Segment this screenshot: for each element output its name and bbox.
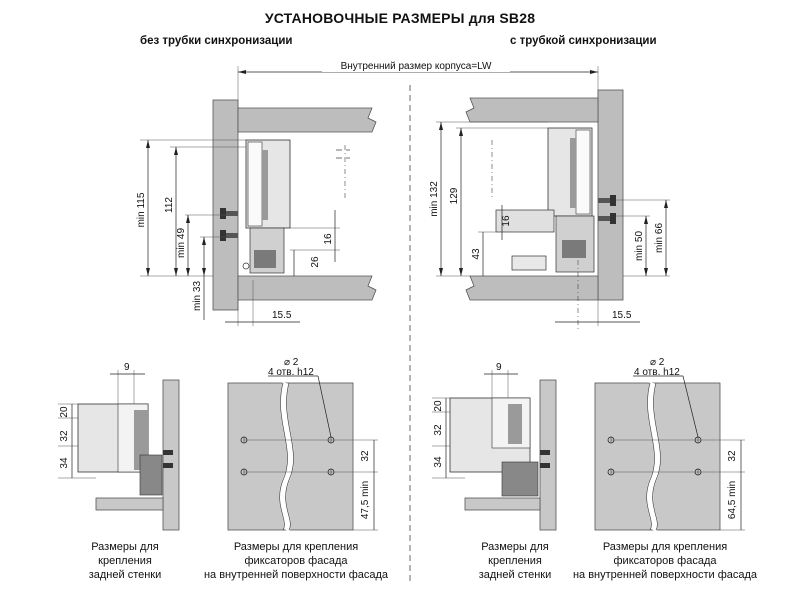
caption-line: Размеры для [91, 541, 159, 553]
dim-32: 32 [360, 450, 371, 462]
dim-20: 20 [59, 406, 70, 418]
cabinet-bottom-shelf [237, 275, 377, 301]
right-cabinet-section: min 132 129 43 16 min 50 min 66 15.5 [429, 89, 670, 330]
left-cabinet-section: min 115 112 min 49 min 33 16 26 15.5 [136, 99, 377, 326]
caption-facade-right: Размеры для крепления фиксаторов фасада … [565, 540, 765, 582]
cabinet-side-wall [212, 99, 239, 311]
dim-112: 112 [164, 197, 175, 213]
dim-15-5: 15.5 [272, 310, 292, 321]
screw-icon [163, 450, 173, 468]
inner-width-label: Внутренний размер корпуса=LW [341, 61, 492, 72]
dim-26: 26 [310, 256, 321, 268]
dim-32: 32 [59, 430, 70, 442]
caption-line: Размеры для крепления [602, 541, 728, 553]
caption-line: фиксаторов фасада [244, 555, 348, 567]
caption-line: на внутренней поверхности фасада [572, 569, 758, 581]
dim-16: 16 [501, 215, 512, 227]
dim-9: 9 [124, 362, 130, 373]
dim-min-132: min 132 [429, 181, 440, 217]
dim-holes: 4 отв. h12 [634, 367, 680, 378]
screw-icon [598, 213, 616, 224]
inner-width-dimension: Внутренний размер корпуса=LW [237, 59, 599, 108]
dim-20: 20 [433, 400, 444, 412]
dim-min-49: min 49 [176, 228, 187, 258]
screw-icon [598, 195, 616, 206]
cabinet-top-shelf [465, 97, 599, 123]
dim-16: 16 [323, 233, 334, 245]
dim-min-33: min 33 [192, 281, 203, 311]
caption-back-wall-left: Размеры для крепления задней стенки [70, 540, 180, 582]
dim-min-50: min 50 [634, 231, 645, 261]
right-facade-detail: 32 64,5 min ⌀ 2 4 отв. h12 [594, 357, 745, 532]
dim-min-115: min 115 [136, 192, 147, 227]
caption-facade-left: Размеры для крепления фиксаторов фасада … [196, 540, 396, 582]
caption-line: Размеры для [481, 541, 549, 553]
cabinet-top-shelf [237, 107, 377, 133]
dim-129: 129 [449, 187, 460, 204]
sync-tube [511, 255, 547, 271]
dim-32: 32 [433, 424, 444, 436]
dim-64-5-min: 64,5 min [727, 481, 738, 519]
caption-line: крепления [488, 555, 542, 567]
right-back-wall-detail: 9 20 32 34 [432, 362, 557, 531]
screw-icon [220, 230, 238, 241]
caption-line: на внутренней поверхности фасада [203, 569, 389, 581]
subtitle-with-sync-tube: с трубкой синхронизации [510, 35, 657, 47]
dim-15-5: 15.5 [612, 310, 632, 321]
dim-43: 43 [471, 248, 482, 260]
caption-line: фиксаторов фасада [613, 555, 717, 567]
page-title: УСТАНОВОЧНЫЕ РАЗМЕРЫ для SB28 [264, 10, 536, 26]
caption-line: задней стенки [88, 569, 162, 581]
dim-34: 34 [59, 457, 70, 469]
left-back-wall-detail: 9 20 32 34 [58, 362, 180, 531]
caption-back-wall-right: Размеры для крепления задней стенки [460, 540, 570, 582]
dim-9: 9 [496, 362, 502, 373]
dim-34: 34 [433, 456, 444, 468]
left-facade-detail: 32 47,5 min ⌀ 2 4 отв. h12 [227, 357, 378, 532]
screw-icon [220, 208, 238, 219]
dim-hole-diameter: ⌀ 2 [650, 357, 665, 368]
dim-min-66: min 66 [654, 223, 665, 253]
subtitle-without-sync-tube: без трубки синхронизации [140, 35, 293, 47]
caption-line: Размеры для крепления [233, 541, 359, 553]
screw-icon [540, 450, 550, 468]
dim-47-5-min: 47,5 min [360, 481, 371, 519]
dim-holes: 4 отв. h12 [268, 367, 314, 378]
caption-line: крепления [98, 555, 152, 567]
dim-hole-diameter: ⌀ 2 [284, 357, 299, 368]
dim-32: 32 [727, 450, 738, 462]
caption-line: задней стенки [478, 569, 552, 581]
